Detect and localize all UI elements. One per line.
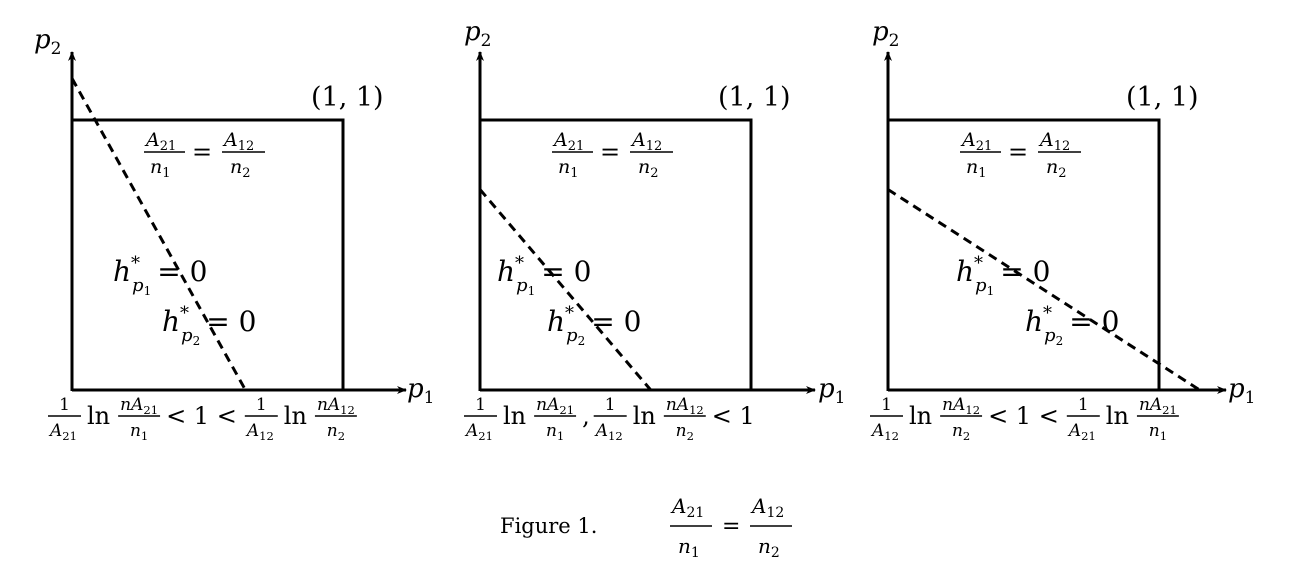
panel-2: p2 p1 (1, 1) A21 n1 = A12 n2 h*p1= 0 h*p… <box>464 17 845 443</box>
dashed-line <box>887 188 1201 392</box>
svg-text:A21: A21 <box>144 129 176 154</box>
svg-text:n2: n2 <box>758 534 780 561</box>
svg-text:nA21: nA21 <box>536 395 574 417</box>
svg-text:n2: n2 <box>952 421 970 443</box>
formula-text: ln <box>87 402 110 430</box>
svg-text:A12: A12 <box>245 421 274 443</box>
svg-text:A21: A21 <box>552 129 584 154</box>
svg-text:n1: n1 <box>546 421 564 443</box>
fraction: nA21 n1 <box>1136 395 1179 443</box>
dashed-line <box>478 188 652 391</box>
svg-text:A12: A12 <box>594 421 623 443</box>
x-axis-label: p1 <box>818 374 845 408</box>
svg-text:n2: n2 <box>638 156 659 181</box>
svg-text:A12: A12 <box>750 494 784 521</box>
svg-text:n1: n1 <box>678 534 700 561</box>
svg-text:n2: n2 <box>327 421 345 443</box>
box-equation: A21 n1 = A12 n2 <box>552 129 673 181</box>
svg-text:1: 1 <box>59 395 70 415</box>
fraction: nA21 n1 <box>118 395 161 443</box>
formula-text: < 1 < <box>988 402 1059 430</box>
svg-text:=: = <box>722 514 740 539</box>
svg-text:A12: A12 <box>222 129 254 154</box>
h-p2-label: h*p2= 0 <box>1025 303 1119 348</box>
svg-text:1: 1 <box>881 395 892 415</box>
svg-text:1: 1 <box>1078 395 1089 415</box>
svg-text:A21: A21 <box>48 421 77 443</box>
svg-text:nA12: nA12 <box>317 395 355 417</box>
fraction: nA12 n2 <box>940 395 983 443</box>
formula-text: ln <box>633 402 656 430</box>
h-p2-label: h*p2= 0 <box>547 303 641 348</box>
svg-text:A12: A12 <box>870 421 899 443</box>
svg-text:1: 1 <box>605 395 616 415</box>
svg-text:n1: n1 <box>558 156 579 181</box>
h-p1-label: h*p1= 0 <box>956 253 1050 298</box>
figure-caption: Figure 1. A21 n1 = A12 n2 <box>500 494 792 561</box>
panel-1: p2 p1 (1, 1) A21 n1 = A12 n2 h*p1= 0 h*p… <box>34 25 434 443</box>
formula-text: ln <box>909 402 932 430</box>
svg-text:n2: n2 <box>230 156 251 181</box>
panel-3: p2 p1 (1, 1) A21 n1 = A12 n2 h*p1= 0 h*p… <box>870 17 1255 443</box>
svg-text:nA12: nA12 <box>666 395 704 417</box>
svg-text:n1: n1 <box>150 156 171 181</box>
svg-text:nA12: nA12 <box>942 395 980 417</box>
x-axis-label: p1 <box>407 374 434 408</box>
svg-text:n2: n2 <box>676 421 694 443</box>
dashed-line <box>70 77 247 391</box>
svg-text:A21: A21 <box>960 129 992 154</box>
svg-text:A21: A21 <box>670 494 704 521</box>
svg-text:n1: n1 <box>1149 421 1167 443</box>
formula-text: ln <box>1106 402 1129 430</box>
svg-text:n2: n2 <box>1046 156 1067 181</box>
fraction: nA12 n2 <box>314 395 357 443</box>
h-p1-label: h*p1= 0 <box>497 253 591 298</box>
svg-text:=: = <box>192 138 212 166</box>
svg-text:n1: n1 <box>966 156 987 181</box>
svg-text:A21: A21 <box>464 421 493 443</box>
formula-text: < 1 < <box>166 402 237 430</box>
box-equation: A21 n1 = A12 n2 <box>144 129 265 181</box>
fraction: nA12 n2 <box>663 395 706 443</box>
unit-square-edges <box>888 118 1161 390</box>
svg-text:1: 1 <box>256 395 267 415</box>
svg-text:A12: A12 <box>1038 129 1070 154</box>
y-axis-label: p2 <box>872 17 899 51</box>
y-axis-label: p2 <box>464 17 491 51</box>
corner-label: (1, 1) <box>1126 82 1199 113</box>
x-axis-label: p1 <box>1228 374 1255 408</box>
formula-text: ln <box>503 402 526 430</box>
caption-prefix: Figure 1. <box>500 514 597 538</box>
corner-label: (1, 1) <box>718 82 791 113</box>
box-equation: A21 n1 = A12 n2 <box>960 129 1081 181</box>
fraction: nA21 n1 <box>534 395 577 443</box>
svg-text:=: = <box>600 138 620 166</box>
formula-text: , <box>582 402 590 430</box>
svg-text:nA21: nA21 <box>1139 395 1177 417</box>
h-p2-label: h*p2= 0 <box>162 303 256 348</box>
formula-text: < 1 <box>712 402 755 430</box>
corner-label: (1, 1) <box>311 82 384 113</box>
h-p1-label: h*p1= 0 <box>113 253 207 298</box>
y-axis-label: p2 <box>34 25 61 59</box>
unit-square-edges <box>72 118 345 390</box>
svg-text:n1: n1 <box>130 421 148 443</box>
svg-text:=: = <box>1008 138 1028 166</box>
svg-text:A12: A12 <box>630 129 662 154</box>
svg-text:1: 1 <box>475 395 486 415</box>
svg-text:nA21: nA21 <box>120 395 158 417</box>
unit-square-edges <box>480 118 753 390</box>
svg-text:A21: A21 <box>1067 421 1096 443</box>
formula-text: ln <box>284 402 307 430</box>
